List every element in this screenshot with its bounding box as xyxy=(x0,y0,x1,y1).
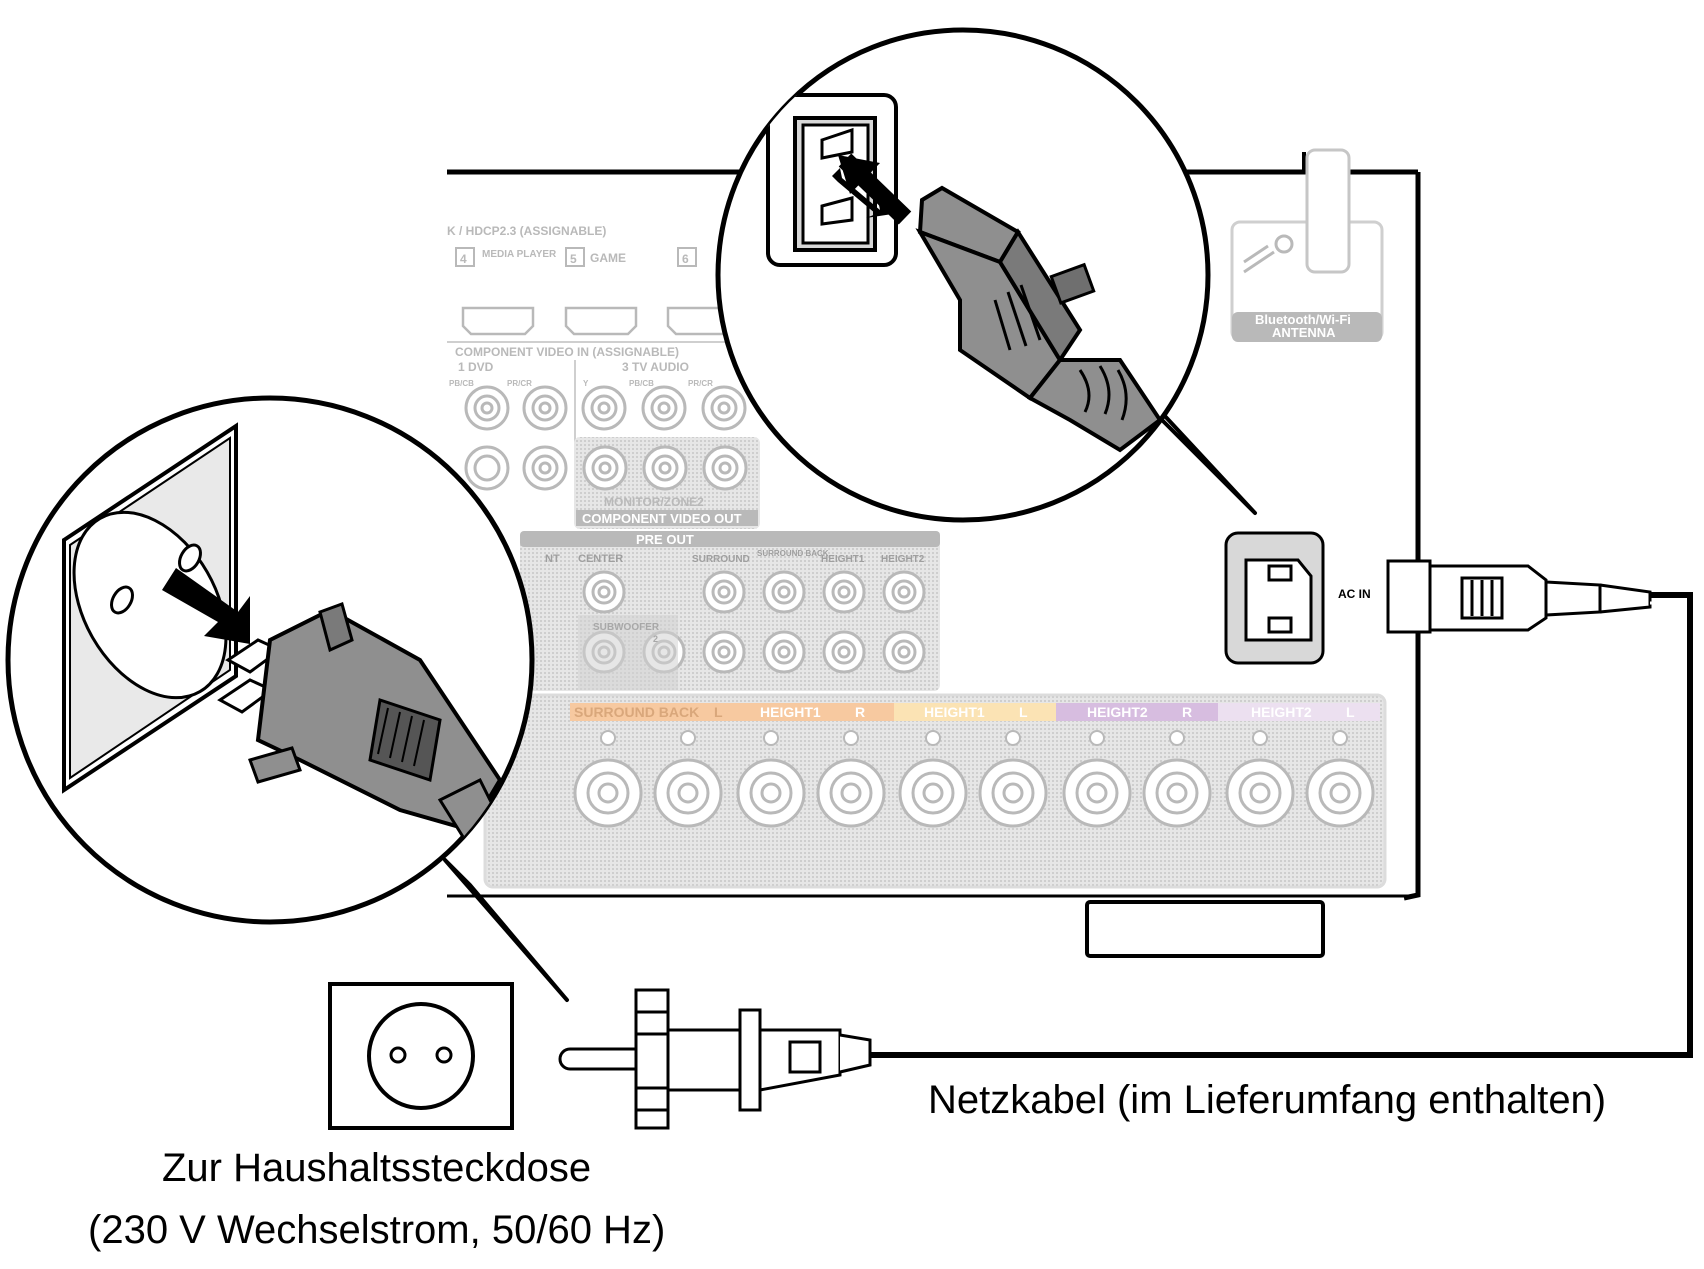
terminal-side: R xyxy=(1182,704,1192,720)
component-in-jacks xyxy=(464,385,747,491)
speaker-terminal-block: SURROUND BACK L HEIGHT1 R HEIGHT1 L HEIG… xyxy=(483,693,1387,889)
component-group-tv-audio: 3 TV AUDIO xyxy=(622,360,689,374)
receiver-rear-panel: K / HDCP2.3 (ASSIGNABLE) 4 MEDIA PLAYER … xyxy=(447,148,1652,958)
iec-connector-plugged xyxy=(1386,559,1652,634)
hdmi-input-number: 5 xyxy=(570,252,577,266)
insert-arrow-icon xyxy=(162,568,250,644)
antenna-label-1: Bluetooth/Wi-Fi xyxy=(1255,312,1351,327)
terminal-label: SURROUND BACK xyxy=(574,704,699,720)
monitor-zone2-label: MONITOR/ZONE2 xyxy=(604,495,704,509)
jack-label: PR/CR xyxy=(507,379,532,388)
terminal-label: HEIGHT2 xyxy=(1087,704,1148,720)
hdmi-header-label: K / HDCP2.3 (ASSIGNABLE) xyxy=(447,224,606,238)
component-group-dvd: 1 DVD xyxy=(458,360,494,374)
hdmi-input-name: MEDIA PLAYER xyxy=(482,249,557,260)
jack-label: PB/CB xyxy=(449,379,474,388)
ac-in-label: AC IN xyxy=(1338,587,1371,601)
component-out-label: COMPONENT VIDEO OUT xyxy=(582,511,742,526)
terminal-label: HEIGHT1 xyxy=(760,704,821,720)
terminal-side: L xyxy=(714,704,723,720)
pre-out-channel: SURROUND xyxy=(692,554,750,565)
pre-out-channel: HEIGHT2 xyxy=(881,554,925,565)
pre-out-channel: CENTER xyxy=(578,553,623,565)
jack-label: Y xyxy=(583,379,589,388)
subwoofer-label: SUBWOOFER xyxy=(593,622,660,633)
terminal-label: HEIGHT1 xyxy=(924,704,985,720)
jack-label: PB/CB xyxy=(629,379,654,388)
hdmi-input-name: GAME xyxy=(590,251,626,265)
pre-out-channel: SURROUND BACK xyxy=(757,549,829,558)
component-in-header: COMPONENT VIDEO IN (ASSIGNABLE) xyxy=(455,345,679,359)
terminal-side: L xyxy=(1019,704,1028,720)
wall-outlet xyxy=(328,982,514,1130)
hdmi-input-number: 4 xyxy=(460,252,467,266)
pre-out-channel: NT xyxy=(545,553,560,565)
hdmi-input-number: 6 xyxy=(682,252,689,266)
subwoofer-index: 2 xyxy=(653,634,658,644)
antenna-terminal: Bluetooth/Wi-Fi ANTENNA xyxy=(1230,148,1384,342)
terminal-side: R xyxy=(855,704,865,720)
wall-outlet-caption-line2: (230 V Wechselstrom, 50/60 Hz) xyxy=(88,1208,665,1252)
terminal-side: L xyxy=(1346,704,1355,720)
pre-out-channel: HEIGHT1 xyxy=(821,554,865,565)
component-video-out-block: MONITOR/ZONE2 COMPONENT VIDEO OUT xyxy=(574,437,760,529)
jack-label: PR/CR xyxy=(688,379,713,388)
hdmi-input-4: 4 MEDIA PLAYER xyxy=(455,247,557,267)
power-cord-caption: Netzkabel (im Lieferumfang enthalten) xyxy=(928,1078,1606,1122)
antenna-label-2: ANTENNA xyxy=(1272,325,1336,340)
receiver-foot xyxy=(1085,900,1325,958)
euro-plug xyxy=(558,988,872,1130)
power-cord xyxy=(870,592,1693,1058)
pre-out-header: PRE OUT xyxy=(636,532,694,547)
pre-out-block: PRE OUT NT CENTER SURROUND SURROUND BACK… xyxy=(520,531,940,691)
terminal-label: HEIGHT2 xyxy=(1251,704,1312,720)
hdmi-input-6: 6 xyxy=(677,247,697,267)
ac-inlet: AC IN xyxy=(1224,531,1371,665)
inlet-closeup-callout xyxy=(715,27,1257,523)
hdmi-input-5: 5 GAME xyxy=(565,247,626,267)
wall-outlet-caption-line1: Zur Haushaltssteckdose xyxy=(162,1146,591,1190)
hdmi-ports xyxy=(461,306,740,336)
